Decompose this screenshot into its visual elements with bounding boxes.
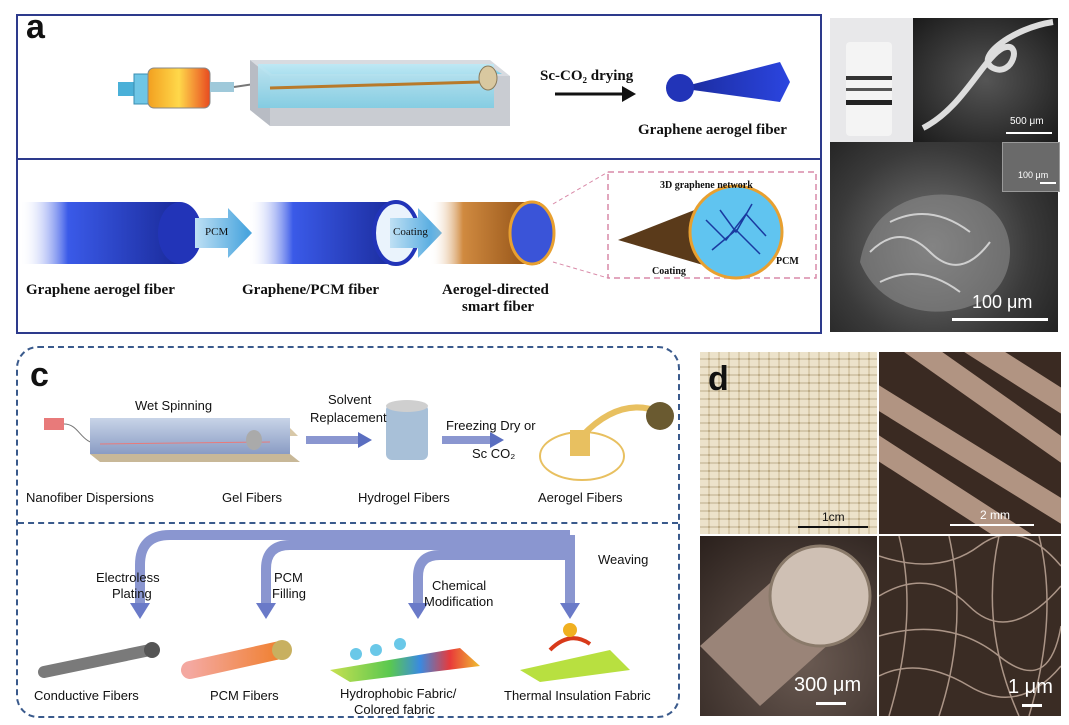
scale-label-b2: 100 μm: [1018, 170, 1049, 180]
coating-arrow-label: Coating: [393, 226, 428, 238]
hydrogel-fibers-label: Hydrogel Fibers: [358, 490, 450, 505]
hydrophobic-fabric-label: Hydrophobic Fabric/: [340, 686, 457, 701]
sem-fiber-bundle: [879, 352, 1061, 534]
wet-spinning-label: Wet Spinning: [135, 398, 213, 413]
panel-c-outputs: [38, 623, 630, 682]
solvent-label: Solvent: [328, 392, 372, 407]
pcm-fibers-label: PCM Fibers: [210, 688, 279, 703]
scale-bar-b3: [952, 318, 1048, 321]
conductive-fibers-label: Conductive Fibers: [34, 688, 139, 703]
scale-bar-d3: [816, 702, 846, 705]
scale-label-d4: 1 μm: [1008, 676, 1053, 698]
thermal-insulation-label: Thermal Insulation Fabric: [504, 688, 651, 703]
stage2-label: Graphene/PCM fiber: [242, 282, 380, 298]
zoom-coating-label: Coating: [652, 266, 686, 277]
scale-bar-d1: [798, 526, 868, 528]
freezing-label: Freezing Dry or: [446, 418, 536, 433]
stage1-label: Graphene aerogel fiber: [26, 282, 175, 298]
electroless-label: Electroless: [96, 570, 160, 585]
panel-d-letter: d: [708, 360, 729, 398]
fabric-photo: [700, 352, 877, 534]
scale-label-d1: 1cm: [822, 510, 845, 524]
gel-fibers-label: Gel Fibers: [222, 490, 282, 505]
scale-bar-b1: [1006, 132, 1052, 134]
plating-label: Plating: [112, 586, 152, 601]
graphene-aerogel-fiber-top-label: Graphene aerogel fiber: [638, 122, 787, 138]
replacement-label: Replacement: [310, 410, 387, 425]
scale-label-d2: 2 mm: [980, 508, 1010, 522]
scale-label-d3: 300 μm: [794, 674, 862, 696]
pcm-filling-label-1: PCM: [274, 570, 303, 585]
weaving-label: Weaving: [598, 552, 649, 567]
scale-bar-d2: [950, 524, 1034, 526]
scale-label-b3: 100 μm: [972, 292, 1033, 312]
panel-a-bottom-illustration: [20, 171, 817, 280]
stage3-label-line2: smart fiber: [462, 299, 535, 315]
panel-a-top-illustration: [118, 60, 790, 126]
panel-c-divider: [18, 522, 678, 524]
scale-bar-d4: [1022, 704, 1042, 707]
sem-inset: [1002, 142, 1060, 192]
pcm-filling-label-2: Filling: [272, 586, 306, 601]
zoom-pcm-label: PCM: [776, 256, 799, 267]
nanofiber-label: Nanofiber Dispersions: [26, 490, 154, 505]
sc-co2-label: Sc CO₂: [472, 446, 516, 461]
scale-bar-b2: [1040, 182, 1056, 184]
chemical-label: Chemical: [432, 578, 487, 593]
zoom-network-label: 3D graphene network: [660, 180, 753, 191]
panel-a-divider: [16, 158, 822, 160]
scale-label-b1: 500 μm: [1010, 116, 1044, 127]
sem-fiber-cross-section: [700, 536, 877, 716]
modification-label: Modification: [424, 594, 494, 609]
sample-photo: [830, 18, 913, 142]
colored-fabric-label: Colored fabric: [354, 702, 435, 717]
pcm-arrow-label: PCM: [205, 226, 229, 238]
panel-a-letter: a: [26, 8, 45, 46]
dry-label: Sc-CO₂ drying: [540, 68, 634, 84]
panel-c-branch-arrows: [130, 530, 580, 619]
stage3-label-line1: Aerogel-directed: [442, 282, 549, 298]
sem-nanofiber-network: [879, 536, 1061, 716]
aerogel-fibers-label: Aerogel Fibers: [538, 490, 623, 505]
sem-image-fiber-knot: [913, 18, 1058, 142]
panel-a-frame: [16, 14, 822, 334]
panel-c-top-illustration: [44, 400, 674, 481]
panel-c-frame: [16, 346, 680, 718]
